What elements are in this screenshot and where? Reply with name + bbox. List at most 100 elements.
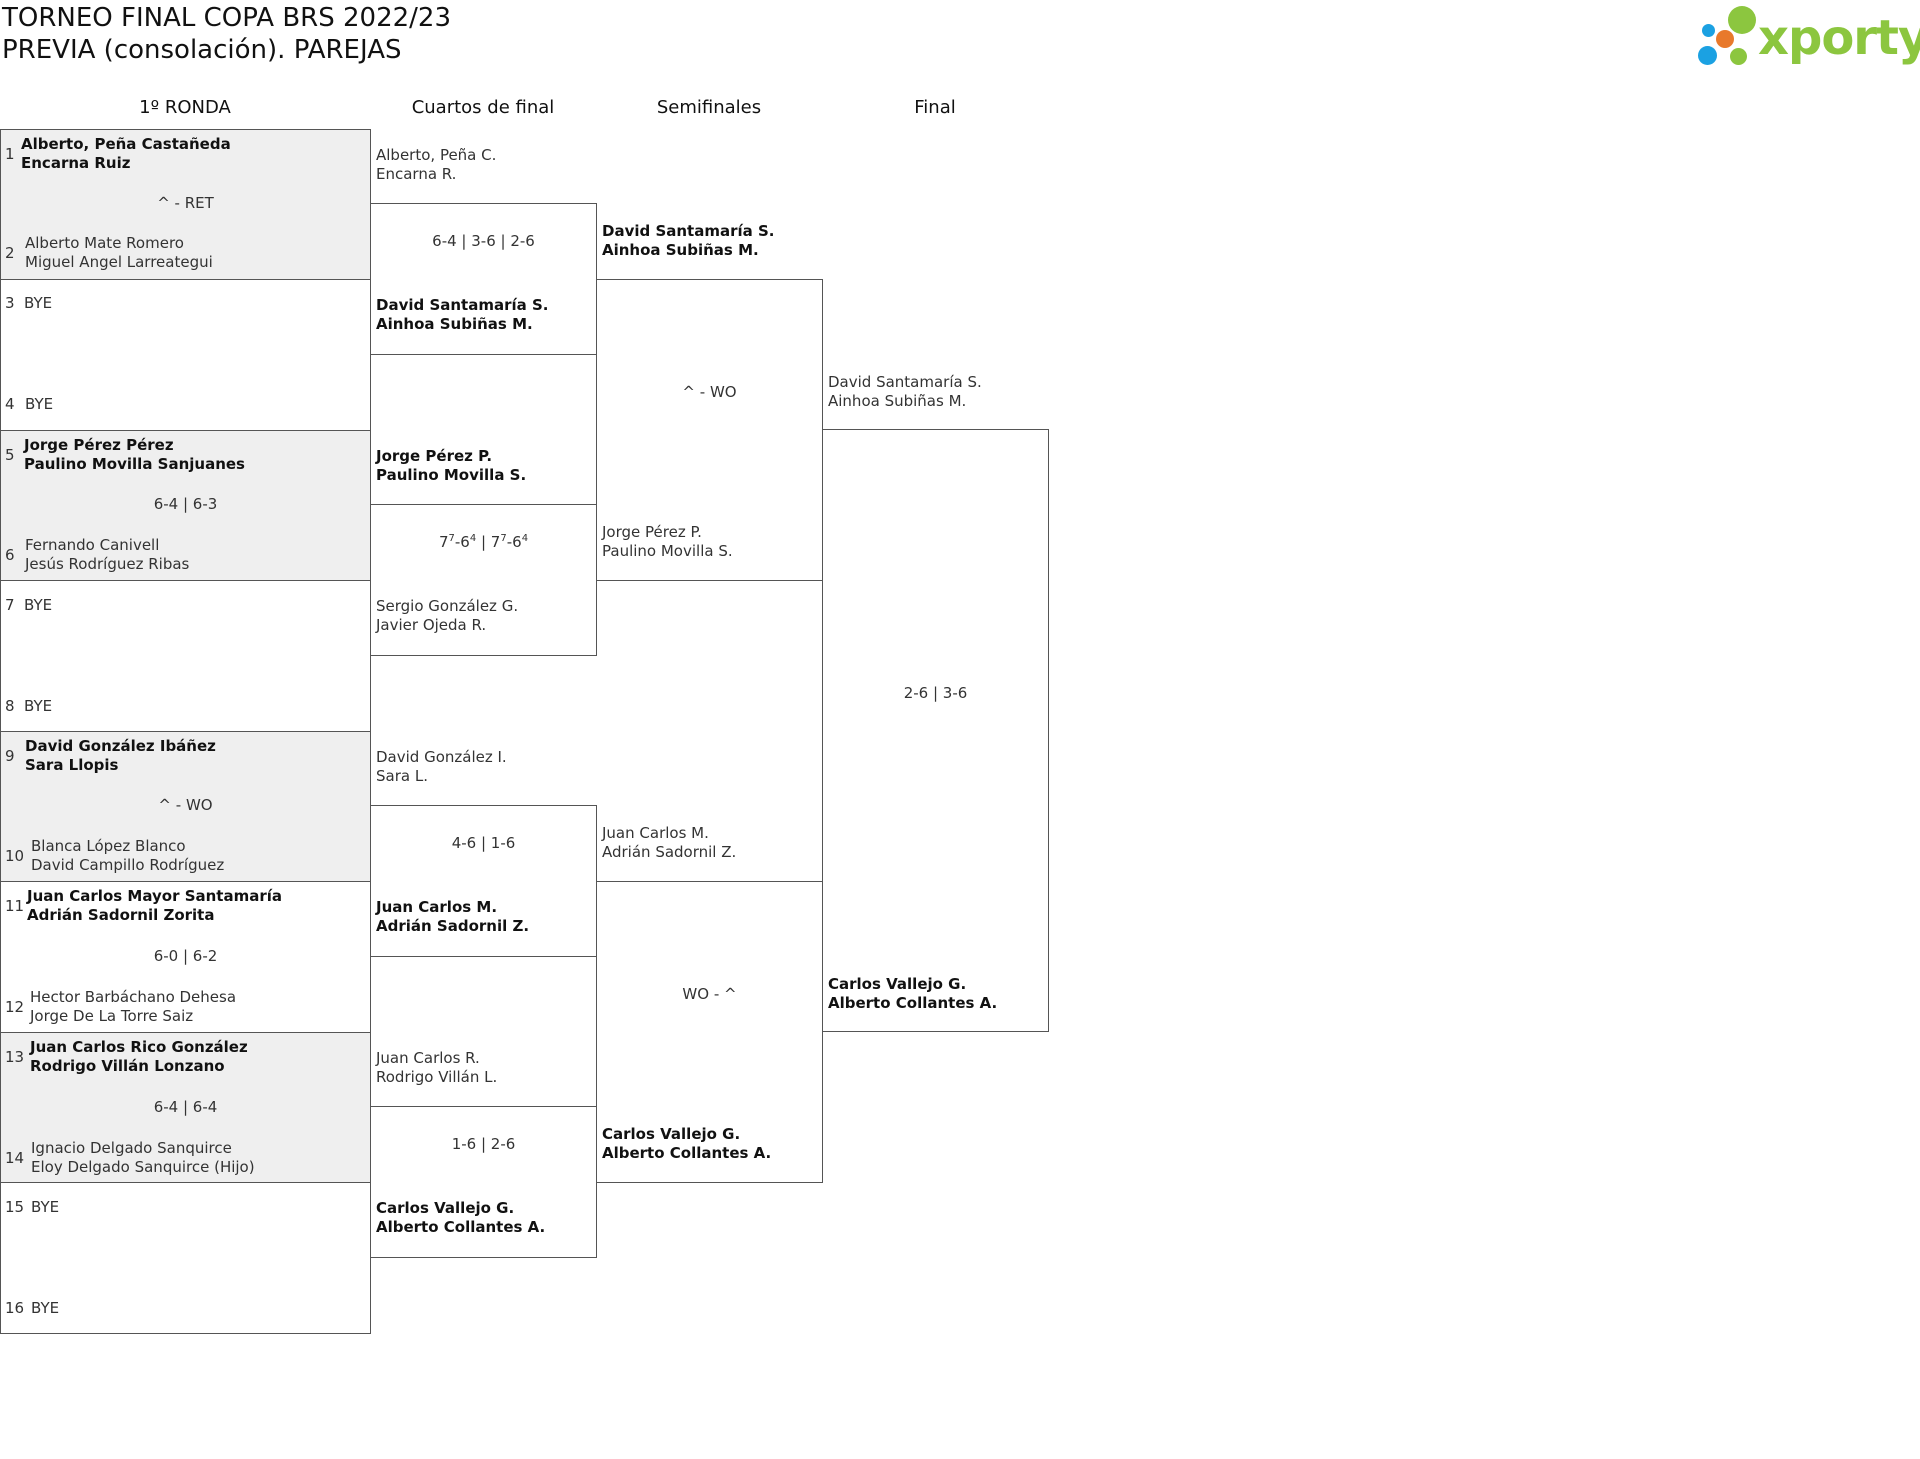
player-name: David Santamaría S. <box>828 373 982 391</box>
qf-pair-5: David González I. Sara L. <box>376 748 507 786</box>
seed-number: 8 <box>5 697 15 715</box>
score-set-games: 7 <box>438 533 449 551</box>
round-header-1: 1º RONDA <box>139 97 231 118</box>
player-name: Alberto Mate Romero <box>25 234 184 252</box>
seed-number: 6 <box>5 546 15 564</box>
seed-number: 4 <box>5 395 15 413</box>
r1-m3-bottom-pair: Fernando Canivell Jesús Rodríguez Ribas <box>25 536 189 574</box>
player-name: Alberto, Peña C. <box>376 146 497 164</box>
qf-m3-score: 4-6 | 1-6 <box>451 834 516 852</box>
seed-number: 5 <box>5 446 15 464</box>
player-name: Fernando Canivell <box>25 536 160 554</box>
tournament-title: TORNEO FINAL COPA BRS 2022/23 <box>2 3 451 33</box>
player-name: David Santamaría S. <box>376 296 549 314</box>
final-match <box>822 429 1049 1032</box>
player-name: Rodrigo Villán L. <box>376 1068 498 1086</box>
round-header-semifinals: Semifinales <box>656 97 762 118</box>
player-name: Adrián Sadornil Zorita <box>27 906 215 924</box>
player-name: Encarna R. <box>376 165 457 183</box>
player-name: Carlos Vallejo G. <box>602 1125 741 1143</box>
player-name: Sara Llopis <box>25 756 119 774</box>
seed-number: 11 <box>5 897 25 915</box>
player-name: Jorge Pérez P. <box>602 523 702 541</box>
logo-dot-green <box>1728 6 1756 34</box>
player-name: Carlos Vallejo G. <box>376 1199 515 1217</box>
player-name: Paulino Movilla S. <box>602 542 733 560</box>
player-name: Ainhoa Subiñas M. <box>828 392 967 410</box>
player-name: Adrián Sadornil Z. <box>602 843 737 861</box>
seed-number: 16 <box>5 1299 25 1317</box>
logo-dot-green-small <box>1730 48 1747 65</box>
bye-label: BYE <box>25 395 54 413</box>
seed-number: 7 <box>5 596 15 614</box>
player-name: David Santamaría S. <box>602 222 775 240</box>
r1-m6-score: 6-0 | 6-2 <box>153 947 218 965</box>
player-name: Ignacio Delgado Sanquirce <box>31 1139 232 1157</box>
sf-pair-2: Jorge Pérez P. Paulino Movilla S. <box>602 523 733 561</box>
qf-pair-2: David Santamaría S. Ainhoa Subiñas M. <box>376 296 549 334</box>
tiebreak-points: 4 <box>521 533 529 544</box>
qf-pair-6: Juan Carlos M. Adrián Sadornil Z. <box>376 898 529 936</box>
qf-pair-7: Juan Carlos R. Rodrigo Villán L. <box>376 1049 497 1087</box>
player-name: Ainhoa Subiñas M. <box>602 241 759 259</box>
bye-label: BYE <box>24 697 53 715</box>
player-name: Juan Carlos Rico González <box>30 1038 248 1056</box>
r1-m7-score: 6-4 | 6-4 <box>153 1098 218 1116</box>
player-name: Encarna Ruiz <box>21 154 131 172</box>
r1-m7-top-pair: Juan Carlos Rico González Rodrigo Villán… <box>30 1038 248 1076</box>
player-name: Alberto, Peña Castañeda <box>21 135 231 153</box>
bye-label: BYE <box>24 294 53 312</box>
score-set-games: 6 <box>512 533 522 551</box>
qf-pair-4: Sergio González G. Javier Ojeda R. <box>376 597 518 635</box>
player-name: Juan Carlos M. <box>602 824 709 842</box>
r1-m5-bottom-pair: Blanca López Blanco David Campillo Rodrí… <box>31 837 224 875</box>
r1-m1-bottom-pair: Alberto Mate Romero Miguel Angel Larreat… <box>25 234 213 272</box>
xporty-logo: xporty <box>1690 2 1920 74</box>
bye-label: BYE <box>31 1299 60 1317</box>
player-name: Juan Carlos M. <box>376 898 498 916</box>
r1-match-4 <box>0 580 371 732</box>
tiebreak-points: 4 <box>469 533 477 544</box>
player-name: Paulino Movilla Sanjuanes <box>24 455 245 473</box>
r1-match-7 <box>0 1032 371 1183</box>
round-header-final: Final <box>914 97 956 118</box>
r1-m1-top-pair: Alberto, Peña Castañeda Encarna Ruiz <box>21 135 231 173</box>
player-name: Alberto Collantes A. <box>828 994 998 1012</box>
sf-pair-4: Carlos Vallejo G. Alberto Collantes A. <box>602 1125 771 1163</box>
r1-m7-bottom-pair: Ignacio Delgado Sanquirce Eloy Delgado S… <box>31 1139 255 1177</box>
r1-m6-bottom-pair: Hector Barbáchano Dehesa Jorge De La Tor… <box>30 988 236 1026</box>
player-name: David González Ibáñez <box>25 737 216 755</box>
player-name: Carlos Vallejo G. <box>828 975 967 993</box>
sf-pair-3: Juan Carlos M. Adrián Sadornil Z. <box>602 824 736 862</box>
player-name: Miguel Angel Larreategui <box>25 253 213 271</box>
player-name: Sergio González G. <box>376 597 519 615</box>
tiebreak-points: 7 <box>500 533 507 544</box>
sf-m1-score: ^ - WO <box>682 383 737 401</box>
round-header-quarterfinals: Cuartos de final <box>411 97 555 118</box>
seed-number: 13 <box>5 1048 25 1066</box>
final-pair-1: David Santamaría S. Ainhoa Subiñas M. <box>828 373 982 411</box>
r1-m3-score: 6-4 | 6-3 <box>153 495 218 513</box>
player-name: Jorge De La Torre Saiz <box>30 1007 194 1025</box>
seed-number: 14 <box>5 1149 25 1167</box>
logo-dot-blue-small <box>1702 24 1715 37</box>
logo-wordmark: xporty <box>1758 10 1920 66</box>
sf-match-2 <box>596 881 823 1183</box>
player-name: Juan Carlos R. <box>376 1049 480 1067</box>
r1-match-3 <box>0 430 371 581</box>
qf-pair-3: Jorge Pérez P. Paulino Movilla S. <box>376 447 526 485</box>
seed-number: 3 <box>5 294 15 312</box>
player-name: Hector Barbáchano Dehesa <box>30 988 237 1006</box>
seed-number: 9 <box>5 747 15 765</box>
seed-number: 2 <box>5 244 15 262</box>
logo-dot-blue-large <box>1698 46 1717 65</box>
player-name: Alberto Collantes A. <box>376 1218 546 1236</box>
player-name: Alberto Collantes A. <box>602 1144 772 1162</box>
player-name: Ainhoa Subiñas M. <box>376 315 533 333</box>
seed-number: 1 <box>5 145 15 163</box>
qf-pair-1: Alberto, Peña C. Encarna R. <box>376 146 496 184</box>
player-name: Jorge Pérez P. <box>376 447 493 465</box>
sf-m2-score: WO - ^ <box>682 985 737 1003</box>
seed-number: 12 <box>5 998 25 1016</box>
seed-number: 15 <box>5 1198 25 1216</box>
